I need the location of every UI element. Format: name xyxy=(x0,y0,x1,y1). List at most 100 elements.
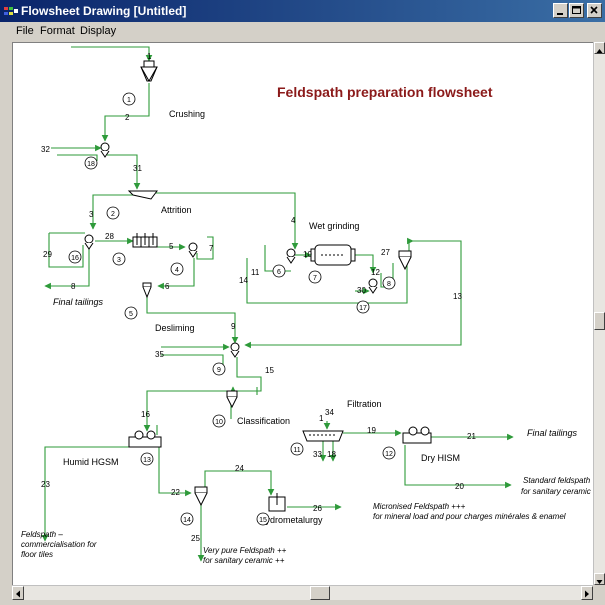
scroll-up-button[interactable] xyxy=(594,42,605,54)
maximize-icon xyxy=(572,6,581,14)
stream-label: 4 xyxy=(291,216,296,225)
label-pure-ceramic: for sanitary ceramic ++ xyxy=(203,556,285,565)
unit-number: 2 xyxy=(111,211,115,218)
stream-label: 25 xyxy=(191,534,200,543)
label-final-tailings-2: Final tailings xyxy=(527,428,578,438)
menu-format[interactable]: Format xyxy=(40,25,75,37)
stream-label: 24 xyxy=(235,464,244,473)
humid-hgsm-icon xyxy=(128,430,162,448)
label-standard-feldspath: Standard feldspath xyxy=(523,476,591,485)
label-filtration: Filtration xyxy=(347,399,382,409)
stream-label: 30 xyxy=(357,286,366,295)
scroll-corner xyxy=(593,585,605,600)
filter-icon xyxy=(302,430,344,442)
menu-file[interactable]: File xyxy=(16,25,34,37)
stream-label: 29 xyxy=(43,250,52,259)
stream-label: 10 xyxy=(303,250,312,259)
arrow-up-icon xyxy=(596,49,603,53)
stream-label: 2 xyxy=(125,113,130,122)
left-frame xyxy=(0,42,12,600)
unit-number: 8 xyxy=(387,281,391,288)
unit-marker xyxy=(180,512,194,526)
unit-number: 3 xyxy=(117,257,121,264)
stream-label: 6 xyxy=(165,282,170,291)
leach-tank-icon xyxy=(268,493,286,512)
dry-hism-icon xyxy=(402,426,432,444)
crusher-icon xyxy=(140,60,158,82)
vertical-scroll-thumb[interactable] xyxy=(594,312,605,330)
label-desliming: Desliming xyxy=(155,323,195,333)
stream-label: 12 xyxy=(371,268,380,277)
unit-marker xyxy=(272,264,286,278)
stream-label: 27 xyxy=(381,248,390,257)
label-feldspath-tiles-2: commercialisation for xyxy=(21,540,97,549)
unit-marker xyxy=(106,206,120,220)
scroll-down-button[interactable] xyxy=(594,573,605,585)
unit-number: 11 xyxy=(293,447,300,454)
horizontal-scroll-thumb[interactable] xyxy=(310,586,330,600)
title-bar[interactable]: Flowsheet Drawing [Untitled] xyxy=(0,0,605,22)
unit-marker xyxy=(170,262,184,276)
label-wet-grinding: Wet grinding xyxy=(309,221,359,231)
unit-marker xyxy=(84,156,98,170)
drawing-canvas[interactable]: Feldspath preparation flowsheet xyxy=(12,42,594,586)
close-button[interactable] xyxy=(587,3,602,18)
cyclone-icon-9 xyxy=(230,342,240,358)
cyclone-icon-8 xyxy=(368,278,378,294)
unit-number: 13 xyxy=(143,457,151,464)
arrow-left-icon xyxy=(16,590,20,598)
stream-label: 32 xyxy=(41,145,50,154)
label-feldspath-tiles-1: Feldspath – xyxy=(21,530,63,539)
unit-marker xyxy=(112,252,126,266)
label-feldspath-tiles-3: floor tiles xyxy=(21,550,53,559)
label-hydrometalurgy: Hydrometalurgy xyxy=(259,515,323,525)
stream-label: 22 xyxy=(171,488,180,497)
minimize-button[interactable] xyxy=(553,3,568,18)
flowsheet-diagram: Feldspath preparation flowsheet xyxy=(21,46,591,565)
label-dry-hism: Dry HISM xyxy=(421,453,460,463)
stream-label: 33 xyxy=(313,450,322,459)
cyclone-icon-18 xyxy=(100,142,110,158)
stream-label: 5 xyxy=(169,242,174,251)
unit-number: 14 xyxy=(183,517,191,524)
label-standard-ceramic: for sanitary ceramic xyxy=(521,487,591,496)
unit-marker xyxy=(290,442,304,456)
attrition-cell-icon xyxy=(127,190,158,200)
scroll-left-button[interactable] xyxy=(12,586,24,600)
close-icon xyxy=(590,6,598,14)
stream-label: 20 xyxy=(455,482,464,491)
stream-label: 8 xyxy=(71,282,76,291)
hydrocyclone-icon-10 xyxy=(226,390,238,409)
stream-label: 23 xyxy=(41,480,50,489)
vertical-scrollbar[interactable] xyxy=(593,42,605,585)
cyclone-icon-6 xyxy=(286,248,296,264)
label-humid-hgsm: Humid HGSM xyxy=(63,457,119,467)
scroll-right-button[interactable] xyxy=(581,586,593,600)
stream-label: 21 xyxy=(467,432,476,441)
unit-marker xyxy=(356,300,370,314)
stream-label: 7 xyxy=(209,244,214,253)
unit-number: 6 xyxy=(277,269,281,276)
maximize-button[interactable] xyxy=(569,3,584,18)
stream-label: 35 xyxy=(155,350,164,359)
unit-number: 9 xyxy=(217,367,221,374)
unit-number: 1 xyxy=(127,97,131,104)
unit-marker xyxy=(212,362,226,376)
stream-label: 31 xyxy=(133,164,142,173)
menu-display[interactable]: Display xyxy=(80,25,117,37)
cyclone-icon-16 xyxy=(84,234,94,250)
unit-marker xyxy=(382,446,396,460)
stream-label: 26 xyxy=(313,504,322,513)
unit-number: 10 xyxy=(215,419,223,426)
stream-label: 14 xyxy=(239,276,248,285)
horizontal-scrollbar[interactable] xyxy=(12,585,593,600)
stream-label: 28 xyxy=(105,232,114,241)
unit-number: 15 xyxy=(259,517,267,524)
unit-number: 5 xyxy=(129,311,133,318)
unit-number: 7 xyxy=(313,275,317,282)
label-crushing: Crushing xyxy=(169,109,205,119)
stream-label: 1 xyxy=(147,52,152,61)
hydrocyclone-icon-27 xyxy=(398,250,412,271)
stream-label: 3 xyxy=(89,210,94,219)
